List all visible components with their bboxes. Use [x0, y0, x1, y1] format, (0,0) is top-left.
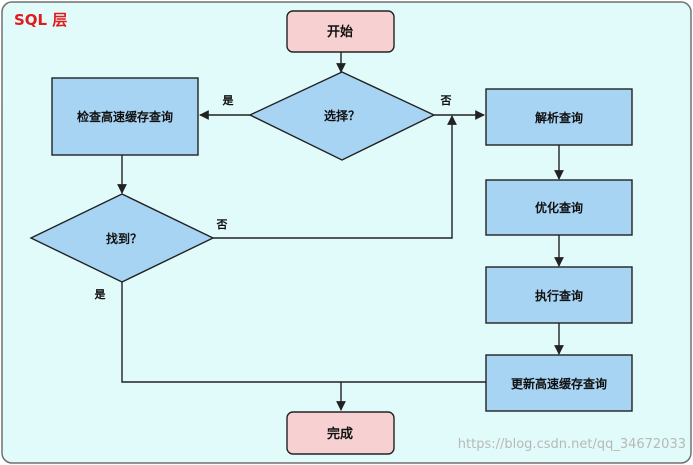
node-update-cache: 更新高速缓存查询 [485, 354, 633, 412]
edge-label-found-yes: 是 [94, 288, 107, 301]
node-start-label: 开始 [327, 24, 353, 40]
edge-found-yes-to-finish [121, 282, 341, 383]
edge-label-choice-yes: 是 [222, 94, 235, 107]
node-parse: 解析查询 [485, 88, 633, 146]
node-start: 开始 [286, 10, 395, 53]
edges [117, 52, 564, 411]
node-found-label: 找到？ [106, 231, 142, 246]
node-choice-label: 选择？ [324, 108, 360, 123]
node-found: 找到？ [29, 193, 215, 283]
node-check-cache-label: 检查高速缓存查询 [77, 109, 173, 124]
node-execute-label: 执行查询 [535, 288, 583, 303]
node-parse-label: 解析查询 [535, 110, 583, 125]
node-optimize: 优化查询 [485, 179, 633, 236]
node-finish-label: 完成 [327, 426, 353, 442]
diagram-title: SQL 层 [14, 11, 67, 29]
edge-label-found-no: 否 [216, 218, 228, 231]
node-optimize-label: 优化查询 [535, 200, 583, 215]
node-update-cache-label: 更新高速缓存查询 [511, 376, 607, 391]
watermark: https://blog.csdn.net/qq_34672033 [458, 437, 686, 452]
node-choice: 选择？ [248, 71, 436, 161]
edge-label-choice-no: 否 [440, 94, 452, 107]
node-check-cache: 检查高速缓存查询 [51, 77, 199, 156]
node-finish: 完成 [286, 411, 395, 455]
edge-found-no-to-parse-line [213, 115, 457, 239]
node-execute: 执行查询 [485, 266, 633, 324]
